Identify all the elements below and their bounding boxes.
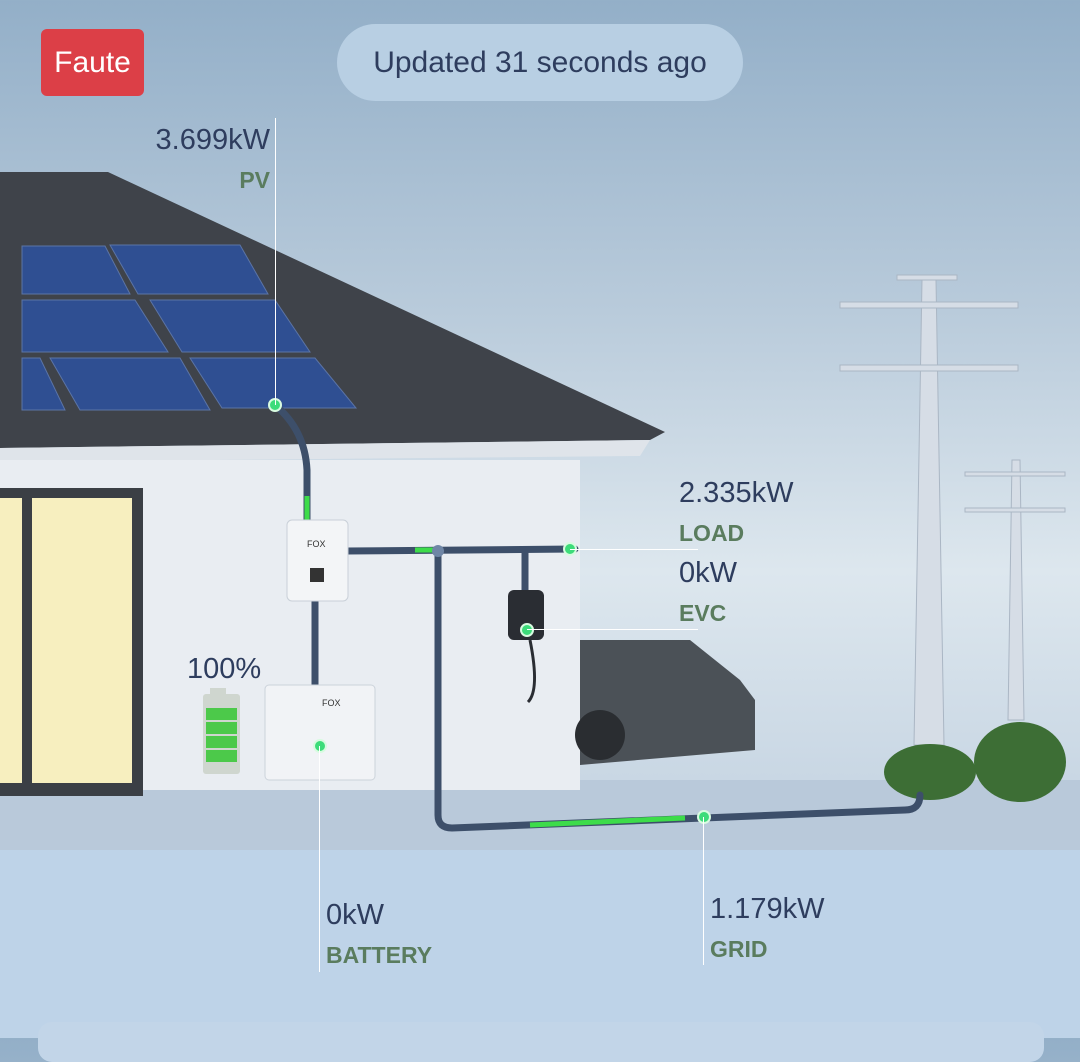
load-label: LOAD [679, 520, 745, 546]
battery-soc-icon [203, 688, 240, 774]
grid-leader-line [703, 817, 704, 965]
foreground [0, 850, 1080, 1038]
ev-charger [508, 590, 544, 640]
bottom-card [38, 1022, 1044, 1062]
inverter-brand: FOX [307, 539, 326, 549]
pv-leader-line [275, 118, 276, 405]
battery-leader-line [319, 746, 320, 972]
solar-panels [21, 244, 358, 411]
grid-power-value: 1.179kW [710, 893, 825, 925]
evc-leader-line [527, 629, 698, 630]
power-lines [271, 401, 924, 832]
inverter [286, 519, 349, 602]
evc-power-value: 0kW [679, 557, 737, 589]
energy-flow-scene: FOX FOX [0, 172, 1080, 1038]
pv-power-value: 3.699kW [155, 124, 270, 156]
load-leader-line [570, 549, 698, 550]
last-updated-pill: Updated 31 seconds ago [337, 24, 743, 101]
power-pole-large [839, 274, 1019, 746]
battery-unit [264, 684, 376, 781]
battery-brand: FOX [322, 698, 341, 708]
battery-soc-value: 100% [187, 653, 262, 685]
battery-power-value: 0kW [326, 899, 384, 931]
battery-label: BATTERY [326, 942, 433, 968]
power-pole-small [964, 459, 1066, 721]
bushes [884, 722, 1066, 802]
pv-label: PV [239, 167, 270, 193]
grid-label: GRID [710, 936, 768, 962]
load-power-value: 2.335kW [679, 477, 794, 509]
fault-status-badge[interactable]: Faute [41, 29, 144, 96]
evc-label: EVC [679, 600, 727, 626]
